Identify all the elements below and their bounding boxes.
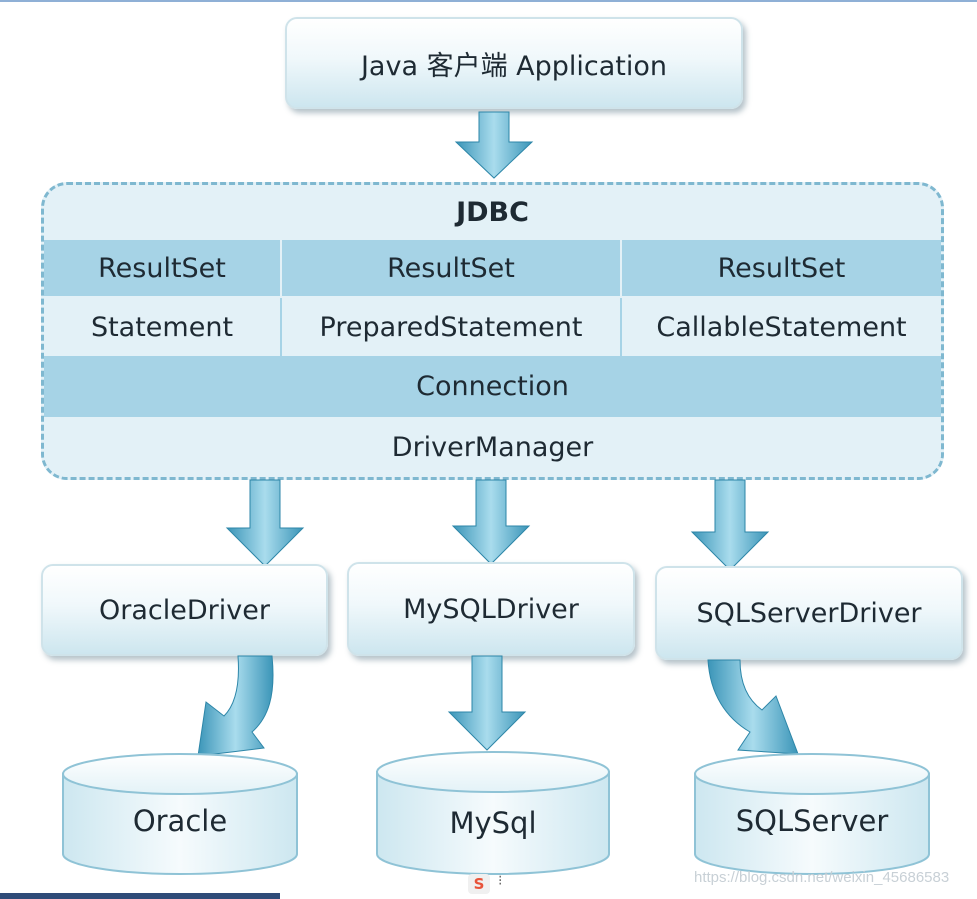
statement-row: Statement PreparedStatement CallableStat…: [44, 298, 941, 356]
csdn-logo-icon: S: [468, 874, 490, 894]
jdbc-frame: JDBC ResultSet ResultSet ResultSet State…: [41, 182, 944, 480]
callable-statement-cell: CallableStatement: [656, 311, 907, 343]
arrow-sqlserver-driver-to-sqlserver: [707, 659, 799, 755]
mysql-cylinder-shape: [376, 751, 610, 875]
application-label: Java 客户端 Application: [360, 50, 668, 82]
arrow-oracle-driver-to-oracle: [197, 655, 274, 757]
driver-manager-row: DriverManager: [44, 417, 941, 477]
resultset-cell-1: ResultSet: [44, 240, 282, 296]
sqlserver-database-label: SQLServer: [735, 804, 889, 838]
statement-cell: Statement: [44, 298, 282, 356]
mysql-driver-label: MySQLDriver: [403, 593, 579, 625]
connection-row: Connection: [44, 356, 941, 417]
top-border-line: [0, 0, 977, 2]
oracle-driver-label: OracleDriver: [99, 594, 270, 626]
arrow-jdbc-to-oracle-driver: [225, 479, 305, 567]
mysql-driver-box: MySQLDriver: [347, 562, 635, 656]
resultset-cell-2: ResultSet: [282, 240, 622, 296]
bottom-bar: [0, 893, 280, 899]
arrow-app-to-jdbc: [454, 111, 534, 179]
arrow-mysql-driver-to-mysql: [447, 655, 527, 751]
resultset-row: ResultSet ResultSet ResultSet: [44, 240, 941, 296]
oracle-cylinder-shape: [62, 753, 298, 875]
oracle-database-label: Oracle: [132, 804, 228, 838]
sqlserver-database: SQLServer: [693, 752, 931, 876]
application-box: Java 客户端 Application: [285, 17, 743, 109]
resultset-cell-3: ResultSet: [717, 252, 846, 284]
arrow-jdbc-to-mysql-driver: [451, 479, 531, 565]
mysql-database: MySql: [375, 750, 611, 876]
arrow-jdbc-to-sqlserver-driver: [690, 479, 770, 571]
sqlserver-cylinder-shape: [694, 753, 930, 875]
jdbc-title: JDBC: [456, 197, 529, 228]
sqlserver-driver-box: SQLServerDriver: [655, 566, 963, 660]
oracle-database: Oracle: [61, 752, 299, 876]
more-icon: ⁝: [498, 873, 503, 889]
sqlserver-driver-label: SQLServerDriver: [696, 597, 922, 629]
watermark-url: https://blog.csdn.net/weixin_45686583: [694, 869, 950, 886]
prepared-statement-cell: PreparedStatement: [282, 298, 622, 356]
oracle-driver-box: OracleDriver: [41, 564, 328, 656]
mysql-database-label: MySql: [449, 806, 537, 840]
